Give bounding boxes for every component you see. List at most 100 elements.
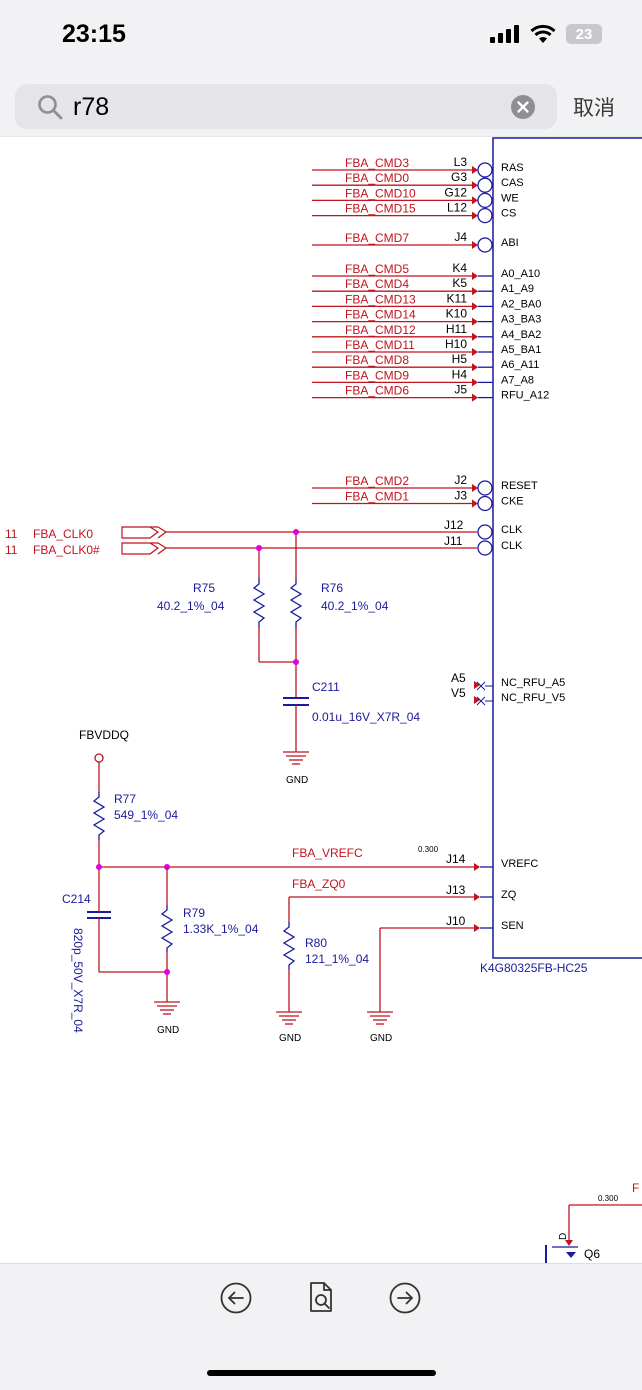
clear-icon[interactable]	[511, 95, 535, 119]
net-label: FBA_CMD1	[345, 490, 409, 504]
ball-label: G12	[444, 185, 467, 199]
ball-label: H10	[445, 337, 467, 351]
ground-symbol	[276, 1011, 302, 1025]
ball-label: H11	[446, 322, 467, 336]
pin-bubble	[477, 192, 493, 209]
ref-r76: R76	[321, 581, 343, 595]
arrow-right-circle-icon[interactable]	[385, 1278, 425, 1318]
ball-label: J3	[454, 489, 467, 503]
gnd-label: GND	[370, 1033, 392, 1044]
pin-name: WE	[501, 192, 519, 204]
pin-arrow	[472, 166, 478, 174]
clkn-net: FBA_CLK0#	[33, 543, 100, 557]
vref-section: FBVDDQ R77 549_1%_04 FBA_VREFC 0.300 J14…	[62, 728, 538, 1044]
document-search-icon[interactable]	[301, 1278, 341, 1318]
pin-arrow	[472, 499, 478, 508]
ball-label: J11	[444, 534, 463, 548]
offpage-connector-tip	[150, 542, 168, 555]
pin-name: CAS	[501, 177, 524, 189]
val-r77: 549_1%_04	[114, 808, 178, 822]
offpage-connector-tip	[150, 526, 168, 539]
net-label: FBA_ZQ0	[292, 877, 346, 891]
pin-name: A6_A11	[501, 359, 539, 371]
net-label: FBA_CMD14	[345, 308, 416, 322]
net-label: FBA_VREFC	[292, 846, 363, 860]
pin-name: CS	[501, 208, 516, 220]
offpage-connector	[121, 526, 160, 539]
pin-name: A5_BA1	[501, 344, 541, 356]
arrow-left-circle-icon[interactable]	[216, 1278, 256, 1318]
pin-bubble	[477, 495, 493, 512]
pin-name: RESET	[501, 480, 538, 492]
ball-label: H5	[452, 352, 468, 366]
pin-name: CLK	[501, 524, 523, 536]
resistor-r77	[92, 792, 106, 840]
ball-label: J10	[446, 914, 466, 928]
net-label: FBA_CMD15	[345, 202, 416, 216]
resistor-r75	[252, 578, 266, 628]
net-label: FBA_CMD9	[345, 368, 409, 382]
pin-name: A0_A10	[501, 268, 540, 280]
gnd-label: GND	[157, 1025, 179, 1036]
search-field[interactable]	[15, 84, 557, 129]
pin-name: CKE	[501, 496, 524, 508]
pin-arrow	[472, 363, 478, 372]
pin-bubble	[477, 207, 493, 224]
search-icon	[38, 95, 63, 120]
junction-dot	[164, 969, 170, 975]
chip-outline	[492, 137, 642, 959]
junction-dot	[256, 545, 262, 551]
width-note: 0.300	[598, 1194, 619, 1203]
pin-arrow	[472, 241, 478, 249]
val-r76: 40.2_1%_04	[321, 599, 389, 613]
battery-icon: 23	[566, 24, 602, 44]
pin-arrow	[472, 211, 478, 220]
ball-label: G3	[451, 170, 467, 184]
nc-section: A5 V5 NC_RFU_A5 NC_RFU_V5	[451, 671, 565, 706]
cancel-button[interactable]: 取消	[573, 96, 615, 120]
chip-ref: K4G80325FB-HC25	[480, 961, 588, 975]
ball-label: K11	[447, 291, 468, 305]
clk-net: FBA_CLK0	[33, 527, 93, 541]
resistor-r79	[160, 905, 174, 952]
search-input[interactable]	[73, 89, 493, 125]
pin-name: A4_BA2	[501, 329, 541, 341]
val-c211: 0.01u_16V_X7R_04	[312, 710, 420, 724]
ref-r77: R77	[114, 792, 136, 806]
junction-dot	[293, 529, 299, 535]
ball-label: J13	[446, 883, 466, 897]
q6-pin: D	[558, 1233, 569, 1240]
clk-page: 11	[5, 543, 18, 557]
offpage-connector	[121, 542, 160, 555]
pin-bubble	[477, 237, 493, 253]
battery-level: 23	[575, 25, 593, 43]
status-icons: 23	[490, 24, 602, 44]
ball-label: A5	[451, 671, 466, 685]
pin-bubble	[477, 177, 493, 193]
home-indicator	[207, 1370, 436, 1376]
net-label: FBA_CMD13	[345, 292, 416, 306]
pin-name: A3_BA3	[501, 314, 541, 326]
pin-arrow	[472, 317, 478, 326]
search-bar: 取消	[0, 70, 642, 137]
pin-name: SEN	[501, 920, 524, 932]
ref-r80: R80	[305, 936, 327, 950]
net-label: FBA_CMD10	[345, 186, 416, 200]
ball-label: L12	[447, 201, 467, 215]
cellular-signal-icon	[490, 25, 519, 43]
net-label: FBA_CMD3	[345, 156, 409, 170]
q6-fragment: 0.300 F D Q6	[545, 1181, 642, 1263]
pin-name: NC_RFU_A5	[501, 677, 565, 689]
resistor-r76	[289, 578, 303, 628]
ground-symbol	[283, 751, 309, 765]
ground-symbol	[154, 1001, 180, 1015]
val-c214: 820p_50V_X7R_04	[71, 928, 85, 1033]
gnd-label: GND	[286, 775, 308, 786]
net-label: FBA_CMD2	[345, 474, 409, 488]
ref-c214: C214	[62, 892, 91, 906]
pin-bubble	[477, 162, 493, 178]
power-label: FBVDDQ	[79, 728, 129, 742]
